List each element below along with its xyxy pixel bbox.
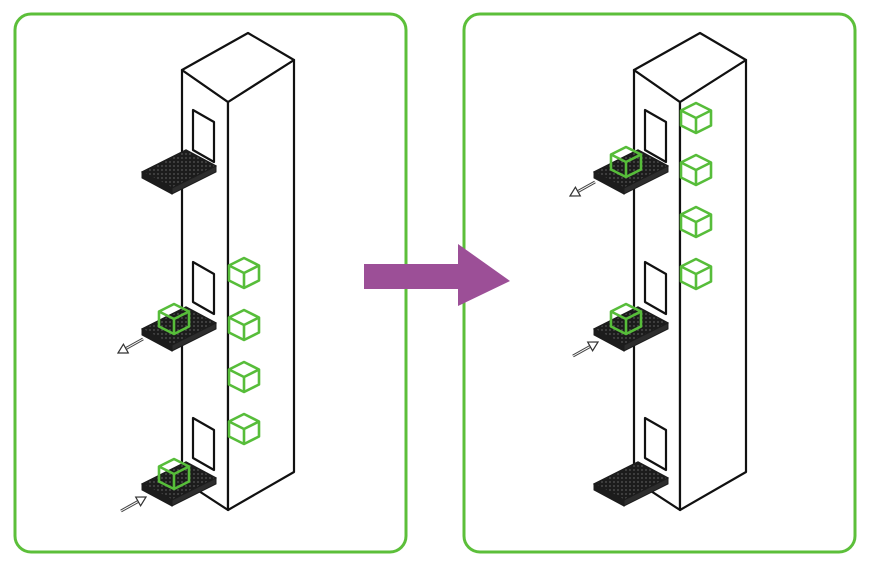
tray-box-icon [609,302,643,336]
stored-box-icon [227,308,261,342]
tray-opening-middle [643,260,668,316]
tray-middle [572,302,669,358]
arrow-right-icon [364,244,510,306]
tray-opening-bottom [643,416,668,472]
arrow-out-icon [568,180,596,197]
tray-opening-middle [191,260,216,316]
tray-top [141,149,217,195]
tray-middle [116,302,217,354]
arrow-in-icon [572,341,600,358]
tray-opening-top [643,108,668,164]
tower-before [116,31,296,513]
tray-side-edge [623,322,669,352]
tray-opening-top [191,108,216,164]
tray-box-icon [157,457,191,491]
tray-opening-bottom [191,416,216,472]
tray-bottom [593,461,669,507]
stored-box-icon [679,257,713,291]
stored-box-icon [227,360,261,394]
tower-after [568,31,748,512]
tower-top-face [180,31,296,104]
stored-box-icon [227,412,261,446]
tray-bottom [120,457,217,513]
tray-side-edge [171,165,217,195]
tray-box-icon [609,145,643,179]
stored-box-icon [679,101,713,135]
tray-top [568,145,669,197]
tray-side-edge [171,477,217,507]
stored-box-icon [679,205,713,239]
arrow-in-icon [120,496,148,513]
tower-top-face [632,31,748,104]
arrow-out-icon [116,337,144,354]
tray-side-edge [171,322,217,352]
tray-box-icon [157,302,191,336]
tray-side-edge [623,165,669,195]
stored-box-icon [227,256,261,290]
stored-box-icon [679,153,713,187]
tray-side-edge [623,477,669,507]
